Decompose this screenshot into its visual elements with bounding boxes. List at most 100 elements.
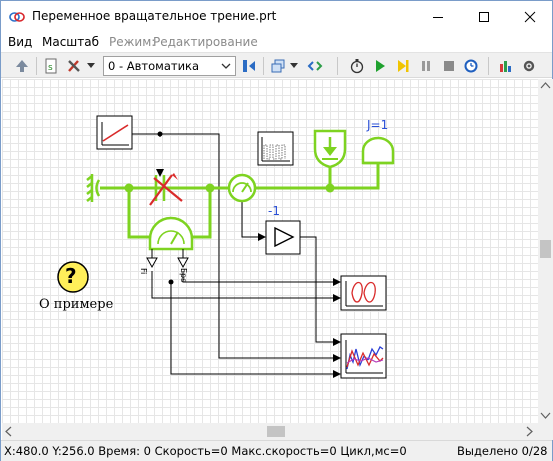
settings-button[interactable] (519, 56, 539, 76)
windows-button[interactable] (268, 56, 288, 76)
vertical-scrollbar[interactable] (538, 79, 553, 423)
arrowhead (333, 370, 341, 378)
close-icon (524, 11, 536, 23)
timer-button[interactable] (347, 56, 367, 76)
chevron-left-icon (5, 426, 12, 437)
sensor-port-fi-label: Fi (139, 268, 148, 275)
vertical-scroll-thumb[interactable] (540, 240, 551, 258)
clock-button[interactable] (461, 56, 481, 76)
toolbar-separator (337, 57, 338, 75)
run-button[interactable] (370, 56, 390, 76)
maximize-icon (479, 12, 489, 22)
up-button[interactable] (12, 56, 32, 76)
windows-icon (271, 59, 285, 73)
maximize-button[interactable] (461, 1, 507, 33)
minimize-button[interactable] (415, 1, 461, 33)
toolbar-separator (263, 57, 264, 75)
svg-text:s: s (48, 63, 53, 73)
chevron-right-icon (526, 426, 533, 437)
title-bar: Переменное вращательное трение.prt (1, 1, 552, 33)
status-coordinates: X:480.0 Y:256.0 Время: 0 Скорость=0 Макс… (4, 444, 407, 458)
torque-source-block[interactable] (313, 129, 347, 169)
ramp-source-block[interactable] (96, 115, 133, 150)
tools-button[interactable] (64, 56, 84, 76)
gear-icon (523, 60, 535, 72)
chevron-down-icon (221, 63, 231, 69)
sort-icon (243, 60, 255, 72)
tools-icon (68, 60, 80, 72)
stop-button[interactable] (439, 56, 459, 76)
mech-junction (325, 183, 335, 193)
chevron-down-icon (87, 63, 95, 68)
toolbar-separator (488, 57, 489, 75)
window-title: Переменное вращательное трение.prt (32, 9, 277, 23)
help-glyph: ? (65, 264, 77, 288)
chevron-down-icon (540, 412, 551, 419)
toolbar-separator (36, 57, 37, 75)
gain-value-label: -1 (268, 204, 280, 218)
bar-chart-icon (500, 61, 511, 72)
menu-mode-value: Редактирование (153, 35, 258, 49)
fixed-support[interactable] (86, 174, 101, 202)
gain-block[interactable] (265, 220, 301, 255)
diagram-svg (57, 115, 395, 379)
arrowhead (333, 338, 341, 346)
chevron-up-icon (540, 82, 551, 89)
horizontal-scroll-thumb[interactable] (267, 426, 285, 437)
shaft-sensor-block[interactable] (227, 173, 257, 203)
wire-eps-down (170, 282, 333, 375)
arrow-up-icon (16, 60, 28, 72)
stop-icon (444, 61, 454, 71)
windows-dropdown-button[interactable] (288, 56, 300, 76)
status-selected: Выделено 0/28 (457, 444, 548, 458)
wire-gain-to-plot (300, 236, 333, 343)
play-icon (376, 60, 385, 72)
link-button[interactable] (305, 56, 325, 76)
sensor-port-eps-label: Eps (179, 268, 188, 283)
status-bar: X:480.0 Y:256.0 Время: 0 Скорость=0 Макс… (1, 440, 552, 461)
horizontal-scrollbar[interactable] (2, 423, 538, 440)
chevron-down-icon (290, 63, 298, 68)
signal-plot-block[interactable] (257, 131, 294, 166)
arrowhead (156, 169, 164, 177)
step-button[interactable] (393, 56, 413, 76)
help-icon[interactable] (57, 261, 89, 293)
sort-button[interactable] (239, 56, 259, 76)
help-link[interactable]: О примере (39, 297, 114, 312)
tools-dropdown-button[interactable] (85, 56, 97, 76)
results-button[interactable] (496, 56, 516, 76)
arrowhead (333, 354, 341, 362)
step-forward-icon (398, 60, 409, 72)
pause-icon (422, 61, 430, 71)
mech-junction (205, 183, 215, 193)
phase-plot-block[interactable] (340, 275, 387, 311)
stopwatch-icon (350, 59, 364, 74)
junction-dot (157, 131, 163, 137)
arrowhead (333, 294, 341, 302)
shaft-sensor-loop-right (192, 188, 212, 239)
menu-view[interactable]: Вид (8, 35, 33, 49)
pause-button[interactable] (416, 56, 436, 76)
scrollbar-corner (538, 423, 553, 440)
link-icon (307, 61, 323, 71)
toolbar: s 0 - Автоматика (1, 52, 552, 78)
wire-top (132, 133, 333, 359)
wire-fi-to-plot1 (151, 271, 333, 299)
relative-sensor-block[interactable] (146, 216, 194, 269)
shaft-main-right (254, 163, 380, 190)
minimize-icon (433, 17, 443, 18)
mode-select[interactable]: 0 - Автоматика (103, 56, 236, 76)
close-button[interactable] (507, 1, 553, 33)
menu-scale[interactable]: Масштаб (42, 35, 100, 49)
mech-junction (124, 183, 134, 193)
menu-mode-label: Режим: (109, 35, 156, 49)
variable-friction-block[interactable] (149, 173, 183, 206)
inertia-value-label: J=1 (367, 118, 389, 132)
time-plot-block[interactable] (340, 333, 387, 379)
app-logo-icon (9, 12, 25, 22)
script-button[interactable]: s (41, 56, 61, 76)
diagram-canvas[interactable]: -1 J=1 Fi Eps ? О примере (2, 79, 538, 423)
mode-select-value: 0 - Автоматика (108, 59, 200, 73)
inertia-load-block[interactable] (361, 136, 395, 165)
